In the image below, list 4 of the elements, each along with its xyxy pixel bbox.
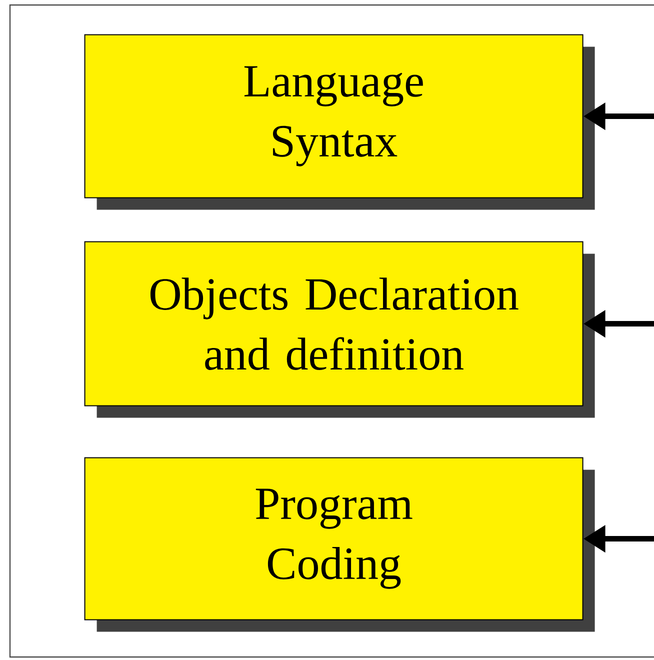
frame [9,4,654,658]
process-box: Objects Declaration and definition [84,241,595,418]
process-box: Language Syntax [84,34,595,210]
process-box: Program Coding [84,457,595,632]
